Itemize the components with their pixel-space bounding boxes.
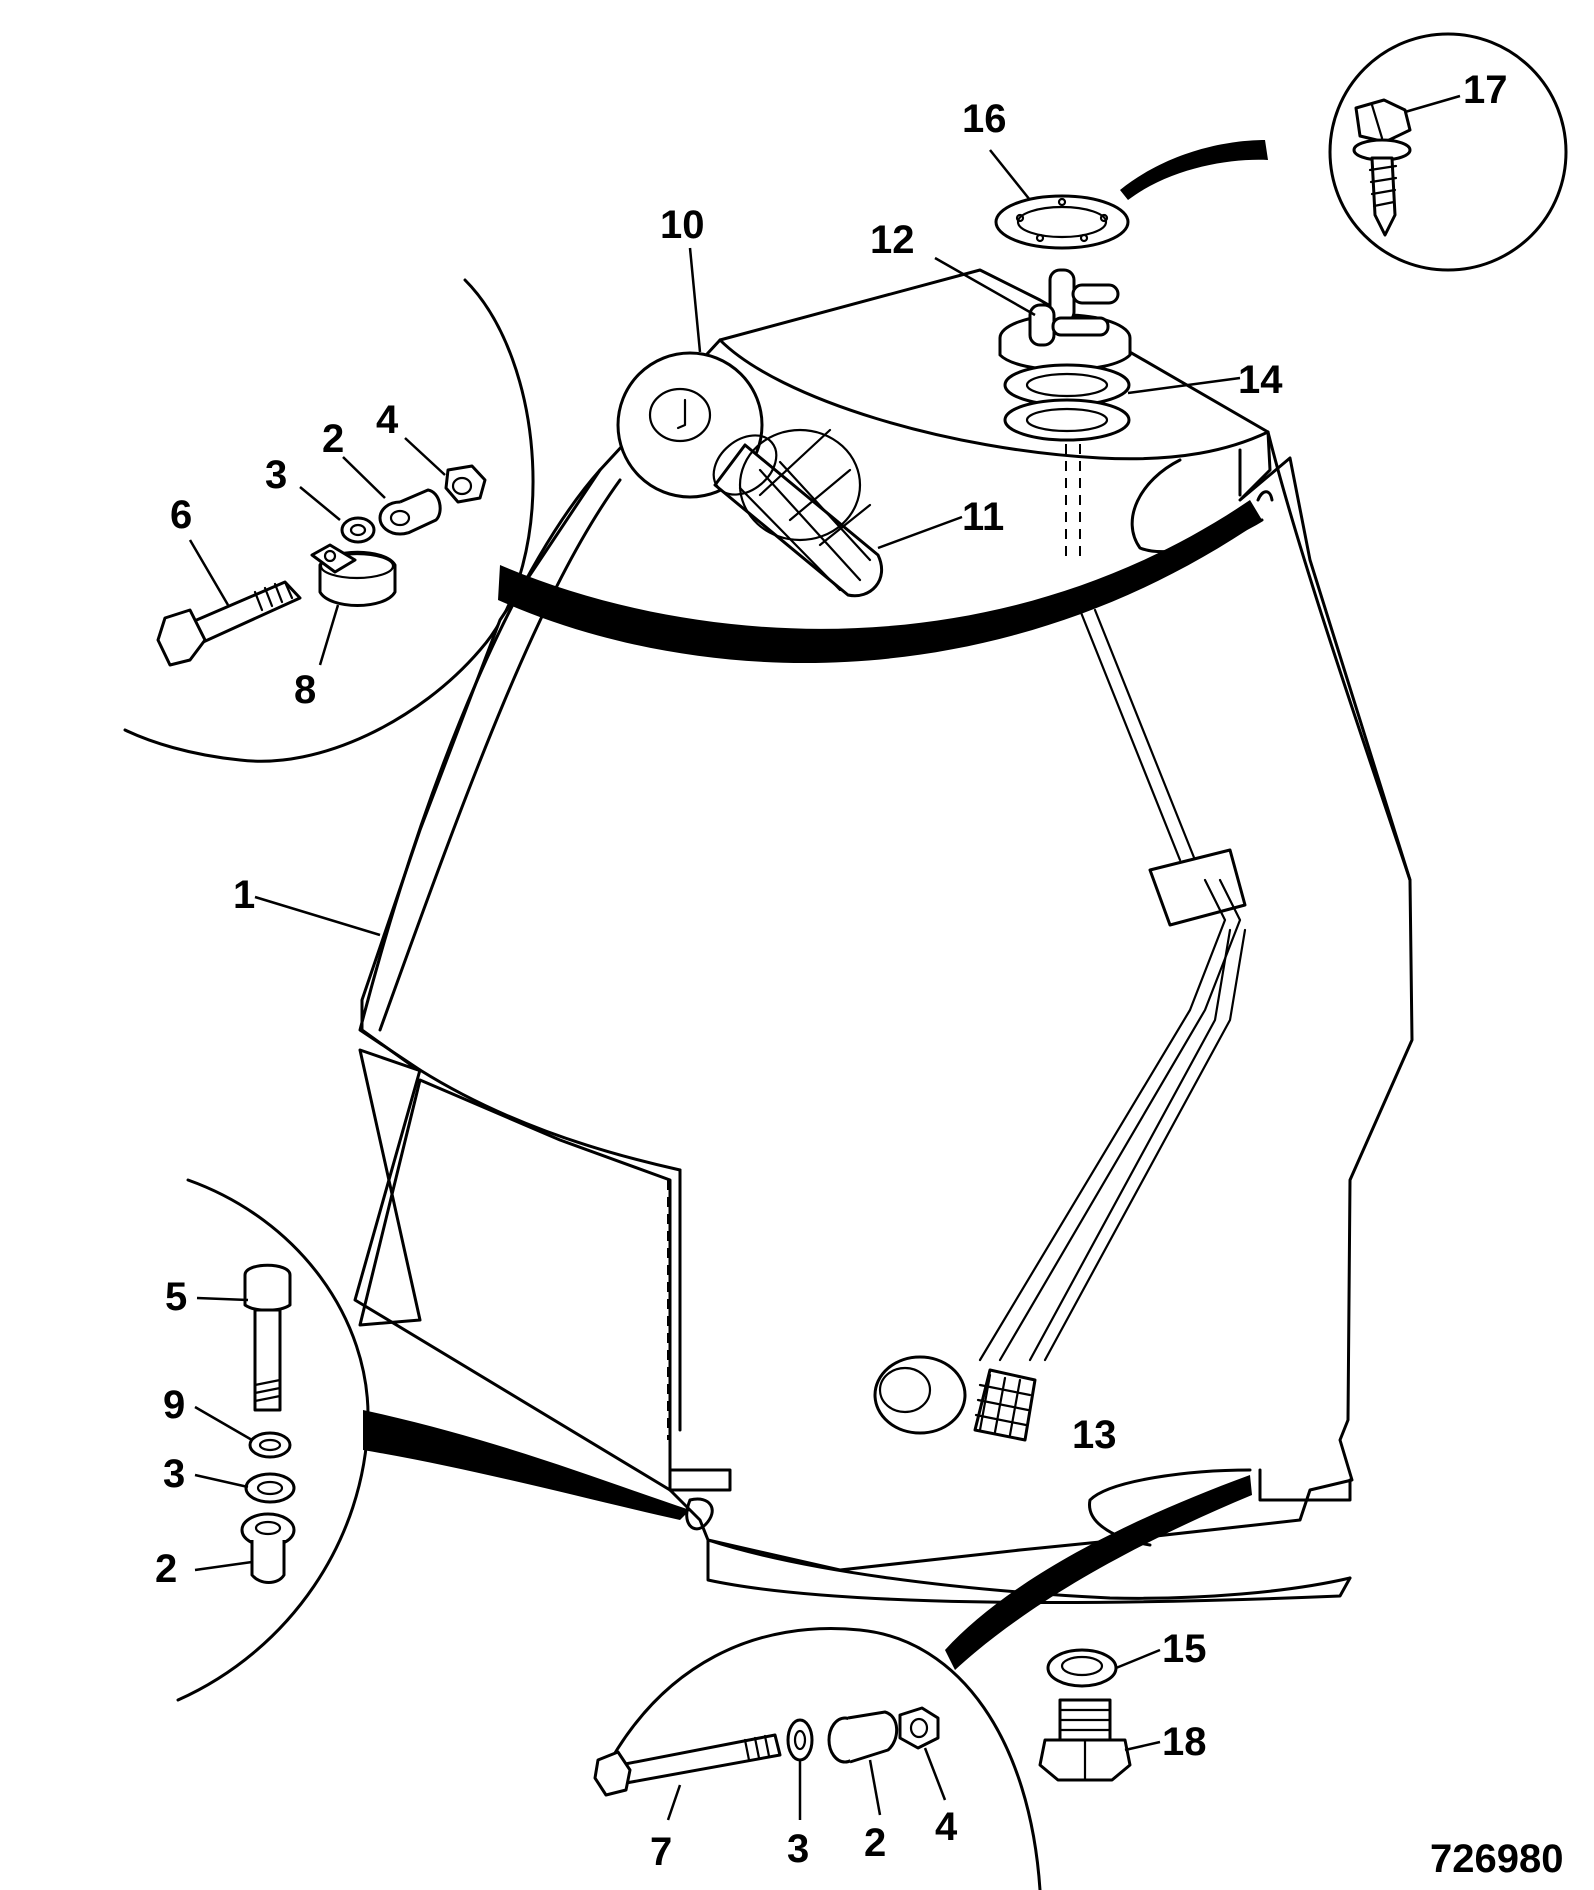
connector-band-top-left <box>498 500 1262 663</box>
figure-number: 726980 <box>1430 1837 1563 1881</box>
callout-11: 11 <box>962 495 1004 539</box>
callout-labels: 1 6 3 2 4 8 10 11 12 13 14 16 17 5 9 3 2… <box>155 68 1508 1874</box>
screw-17 <box>1352 98 1412 237</box>
callout-12: 12 <box>870 218 915 262</box>
connector-band-top-right <box>1120 140 1268 200</box>
callout-3-bottom: 3 <box>787 1827 809 1871</box>
bolt-5 <box>243 1263 292 1412</box>
spacer-2-bottom <box>827 1710 899 1764</box>
leader-6 <box>188 539 230 606</box>
callout-9: 9 <box>163 1383 185 1427</box>
callout-2-bottom: 2 <box>864 1821 886 1865</box>
drain-plug-18 <box>1038 1698 1132 1782</box>
leader-16 <box>989 149 1031 201</box>
leader-14 <box>1127 376 1241 395</box>
filler-strainer <box>712 428 884 598</box>
spacer-2-left <box>240 1512 296 1584</box>
filler-cap <box>616 351 764 499</box>
leader-2-left <box>194 1560 253 1572</box>
washer-3-top <box>340 516 376 544</box>
leader-lines <box>188 94 1461 1821</box>
spacer-2-top <box>378 488 442 536</box>
leader-17 <box>1404 94 1461 114</box>
leader-4-bottom <box>923 1747 947 1801</box>
nut-4-top <box>444 464 487 504</box>
washer-3-bottom <box>786 1718 814 1762</box>
leader-3-left <box>194 1473 249 1489</box>
callout-8: 8 <box>294 668 316 712</box>
leader-18 <box>1124 1740 1161 1752</box>
callout-10: 10 <box>660 203 705 247</box>
callout-5: 5 <box>165 1275 187 1319</box>
detail-circle-bottom <box>598 1627 1042 1890</box>
leader-2-bottom <box>868 1759 882 1816</box>
callout-16: 16 <box>962 97 1007 141</box>
callout-2-left: 2 <box>155 1547 177 1591</box>
leader-10 <box>688 247 702 353</box>
leader-4-top <box>404 437 446 476</box>
callout-18: 18 <box>1162 1720 1207 1764</box>
leader-3-top <box>299 486 341 521</box>
detail-circle-top-left <box>123 278 535 763</box>
callout-3-left: 3 <box>163 1452 185 1496</box>
leader-7 <box>666 1784 682 1821</box>
connector-band-bottom <box>945 1475 1252 1670</box>
seal-15 <box>1046 1648 1118 1688</box>
callout-3-top: 3 <box>265 453 287 497</box>
callout-13: 13 <box>1072 1413 1117 1457</box>
callout-6: 6 <box>170 493 192 537</box>
bolt-6 <box>156 580 302 667</box>
callout-4-bottom: 4 <box>935 1805 958 1849</box>
leader-8 <box>318 604 340 666</box>
sender-unit <box>998 268 1132 560</box>
leader-2-top <box>342 456 386 499</box>
sender-seal <box>1003 363 1131 442</box>
leader-15 <box>1115 1648 1161 1670</box>
callout-1: 1 <box>233 873 255 917</box>
sender-gasket <box>994 194 1130 250</box>
callout-15: 15 <box>1162 1627 1207 1671</box>
callout-14: 14 <box>1238 358 1283 402</box>
callout-7: 7 <box>650 1830 672 1874</box>
nut-4-bottom <box>898 1706 940 1750</box>
callout-2-top: 2 <box>322 417 344 461</box>
leader-1 <box>254 895 381 937</box>
sender-float-arm <box>873 608 1247 1442</box>
bolt-7 <box>593 1733 782 1797</box>
callout-4-top: 4 <box>376 398 399 442</box>
washer-3-left <box>244 1472 296 1504</box>
leader-12 <box>934 256 1036 317</box>
callout-17: 17 <box>1463 68 1508 112</box>
leader-5 <box>196 1296 249 1302</box>
detail-circle-top-right <box>1328 32 1568 272</box>
leader-9 <box>194 1405 253 1442</box>
leader-11 <box>877 515 963 550</box>
connector-band-left <box>363 1410 690 1520</box>
clip-8 <box>310 543 397 607</box>
lock-washer-9 <box>248 1431 292 1459</box>
